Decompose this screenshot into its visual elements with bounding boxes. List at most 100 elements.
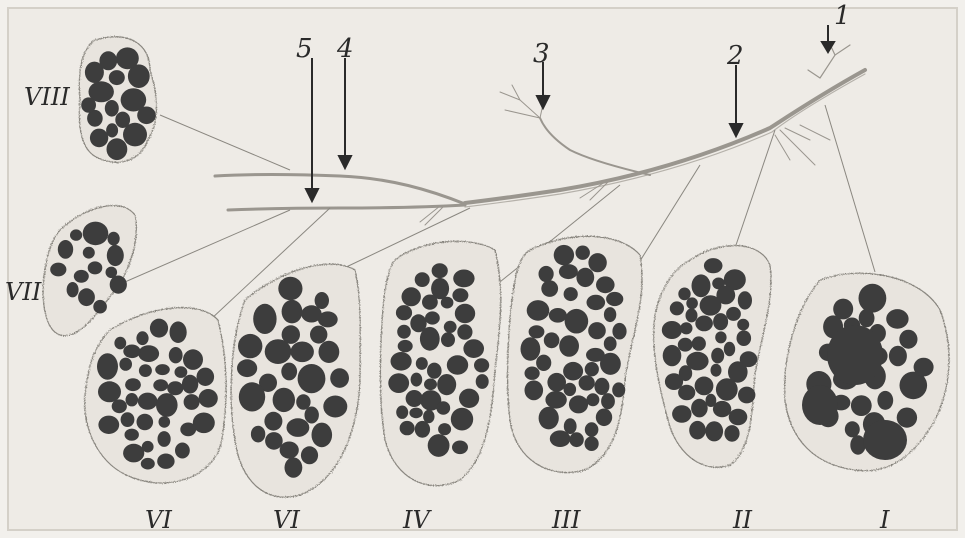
- nerve-fiber: [398, 340, 413, 352]
- bundle-viii: [79, 37, 156, 162]
- nerve-fiber: [287, 418, 310, 437]
- nerve-fiber: [859, 309, 875, 327]
- nerve-fiber: [137, 107, 156, 125]
- nerve-fiber: [416, 357, 428, 370]
- nerve-fiber: [612, 382, 625, 397]
- nerve-fiber: [425, 311, 440, 324]
- nerve-fiber: [169, 347, 183, 363]
- nerve-fiber: [564, 418, 577, 434]
- nerve-fiber: [406, 390, 423, 407]
- nerve-fiber: [253, 304, 276, 334]
- nerve-fiber-large: [802, 385, 838, 425]
- nerve-fiber: [521, 337, 541, 361]
- nerve-fiber: [716, 378, 738, 400]
- nerve-fiber: [740, 351, 758, 367]
- nerve-fiber: [98, 416, 119, 434]
- nerve-fiber: [396, 406, 408, 419]
- nerve-fiber: [554, 245, 574, 265]
- nerve-fiber: [585, 422, 599, 437]
- nerve-fiber: [451, 408, 473, 431]
- nerve-fiber: [110, 276, 127, 294]
- nerve-fiber: [415, 272, 430, 287]
- nerve-fiber: [600, 353, 621, 375]
- nerve-fiber: [93, 300, 107, 314]
- nerve-fiber: [565, 309, 589, 334]
- nerve-fiber: [301, 446, 318, 464]
- nerve-fiber: [153, 379, 168, 391]
- nerve-fiber: [452, 441, 468, 455]
- nerve-fiber: [282, 300, 303, 324]
- nerve-fiber: [182, 375, 198, 394]
- nerve-fiber: [280, 442, 299, 459]
- nerve-fiber: [724, 425, 739, 442]
- arrow-label-1: 1: [834, 1, 851, 31]
- nerve-fiber: [238, 334, 262, 358]
- arrow-label-3: 3: [533, 39, 550, 69]
- nerve-fiber: [587, 295, 606, 310]
- nerve-fiber: [58, 240, 73, 259]
- nerve-fiber: [107, 245, 124, 266]
- nerve-fiber: [184, 394, 200, 410]
- nerve-fiber: [427, 363, 442, 379]
- arrow-label-4: 4: [336, 34, 354, 64]
- nerve-fiber: [285, 457, 303, 477]
- bundle-label-iii: III: [551, 506, 581, 534]
- nerve-fiber: [301, 305, 321, 322]
- nerve-fiber: [199, 389, 218, 408]
- nerve-fiber: [596, 409, 612, 427]
- nerve-fiber: [137, 414, 154, 431]
- nerve-fiber: [237, 359, 257, 377]
- nerve-fiber: [197, 368, 215, 386]
- nerve-fiber: [585, 436, 599, 451]
- nerve-fiber: [729, 409, 748, 426]
- nerve-fiber: [612, 323, 626, 340]
- nerve-fiber: [547, 373, 566, 392]
- nerve-fiber: [281, 363, 297, 381]
- nerve-fiber: [298, 364, 326, 393]
- nerve-fiber: [877, 391, 893, 410]
- nerve-fiber: [569, 432, 583, 447]
- nerve-fiber: [596, 276, 615, 293]
- nerve-fiber: [402, 287, 421, 306]
- nerve-fiber: [81, 97, 96, 112]
- nerve-fiber: [665, 373, 683, 390]
- nerve-fiber: [680, 322, 692, 334]
- nerve-fiber: [662, 321, 682, 339]
- nerve-fiber: [441, 332, 455, 347]
- nerve-fiber: [886, 309, 908, 329]
- nerve-fiber: [527, 300, 550, 321]
- nerve-fiber-large: [863, 420, 907, 460]
- nerve-fiber: [183, 349, 203, 370]
- nerve-fiber: [391, 352, 412, 371]
- nerve-fiber: [291, 342, 314, 363]
- nerve-fiber: [400, 421, 415, 435]
- bundle-vi-left: [85, 308, 226, 483]
- nerve-fiber: [444, 321, 457, 333]
- nerve-fiber: [689, 421, 706, 440]
- nerve-fiber: [396, 305, 412, 320]
- nerve-fiber: [78, 288, 95, 306]
- nerve-fiber: [159, 416, 171, 428]
- nerve-fiber: [569, 395, 588, 413]
- nerve-fiber: [142, 441, 154, 453]
- nerve-fiber: [845, 421, 860, 437]
- nerve-fiber: [85, 62, 104, 83]
- nerve-fiber: [239, 382, 265, 411]
- nerve-fiber: [422, 295, 438, 310]
- nerve-fiber: [438, 423, 451, 435]
- nerve-fiber: [424, 379, 437, 391]
- nerve-fiber: [319, 341, 340, 363]
- nerve-fiber: [428, 434, 450, 457]
- nerve-fiber: [606, 292, 623, 306]
- nerve-fiber: [410, 314, 426, 332]
- nerve-fiber: [476, 374, 489, 389]
- nerve-fiber: [388, 373, 409, 393]
- nerve-fiber: [525, 367, 540, 380]
- nerve-fiber: [175, 443, 190, 459]
- nerve-fiber: [889, 346, 907, 367]
- nerve-fiber: [193, 413, 215, 434]
- nerve-fiber: [265, 432, 283, 450]
- nerve-fiber: [859, 284, 887, 313]
- bundle-label-vi-left: VI: [145, 506, 172, 534]
